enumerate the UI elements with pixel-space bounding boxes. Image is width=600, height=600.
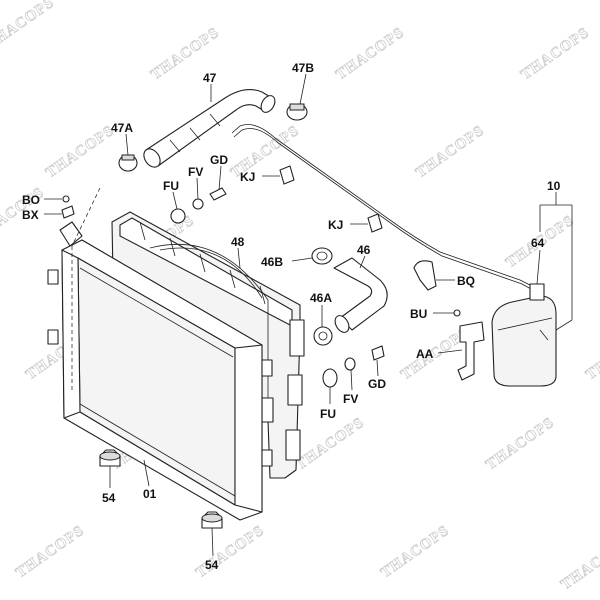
upper-hose [143, 89, 276, 168]
label-46: 46 [357, 243, 371, 257]
lower-hose [333, 257, 388, 333]
label-47b: 47B [292, 61, 314, 75]
nut-54-bottom [201, 511, 223, 529]
label-kj-mid: KJ [328, 218, 343, 232]
bolt-gd-bottom [371, 345, 385, 361]
radiator-core [47, 221, 273, 521]
label-46a: 46A [310, 291, 332, 305]
bracket-aa [457, 321, 485, 381]
nut-54-left [99, 449, 121, 467]
label-fv-top: FV [188, 165, 203, 179]
watermark: THACOPS [333, 25, 407, 84]
label-bu: BU [410, 307, 427, 321]
radiator-filler-neck [59, 221, 83, 247]
label-bo: BO [22, 193, 40, 207]
grommet-fu-top [170, 208, 186, 224]
hose-clamp-47b [286, 103, 308, 121]
cap-bo-bx [61, 195, 75, 219]
callout-labels: 47 47B 47A GD FV FU KJ BO BX 10 64 KJ 48… [22, 61, 561, 572]
hose-clamp-47a [118, 154, 138, 172]
label-kj-top: KJ [240, 170, 255, 184]
watermark: THACOPS [193, 523, 267, 582]
reservoir-cap [529, 283, 545, 301]
label-fu-top: FU [163, 179, 179, 193]
label-bx: BX [22, 208, 39, 222]
washer-fv-top [192, 198, 204, 210]
watermark: THACOPS [378, 523, 452, 582]
watermark: THACOPS [583, 325, 600, 384]
label-54-left: 54 [102, 491, 116, 505]
label-10: 10 [547, 179, 561, 193]
label-bq: BQ [457, 274, 475, 288]
hose-clamp-46b [311, 247, 333, 265]
watermark: THACOPS [0, 0, 57, 53]
label-gd-bottom: GD [368, 377, 386, 391]
label-aa: AA [416, 347, 434, 361]
bolt-bu [453, 309, 461, 317]
fasteners-top [170, 187, 227, 224]
grommet-fu-bottom [322, 368, 338, 388]
label-47: 47 [203, 71, 217, 85]
label-64: 64 [531, 236, 545, 250]
label-48: 48 [231, 235, 245, 249]
watermark: THACOPS [13, 523, 87, 582]
watermark: THACOPS [43, 123, 117, 182]
watermark: THACOPS [558, 535, 600, 594]
clip-kj-top [279, 165, 295, 185]
leader-lines [44, 73, 573, 557]
label-54-bottom: 54 [205, 558, 219, 572]
hose-clamp-46a [313, 326, 333, 346]
label-47a: 47A [111, 121, 133, 135]
bracket-bq [413, 260, 437, 291]
label-46b: 46B [261, 255, 283, 269]
label-fv-bottom: FV [343, 392, 358, 406]
washer-fv-bottom [344, 357, 356, 371]
clip-kj-mid [367, 213, 383, 233]
label-fu-bottom: FU [320, 407, 336, 421]
fasteners-bottom [322, 345, 385, 388]
overflow-tube [231, 124, 541, 295]
coolant-reservoir [491, 283, 557, 387]
bolt-gd-top [209, 187, 227, 201]
watermark: THACOPS [413, 123, 487, 182]
watermark: THACOPS [518, 25, 592, 84]
watermark: THACOPS [293, 415, 367, 474]
label-gd-top: GD [210, 153, 228, 167]
label-01: 01 [143, 487, 157, 501]
watermark: THACOPS [483, 415, 557, 474]
